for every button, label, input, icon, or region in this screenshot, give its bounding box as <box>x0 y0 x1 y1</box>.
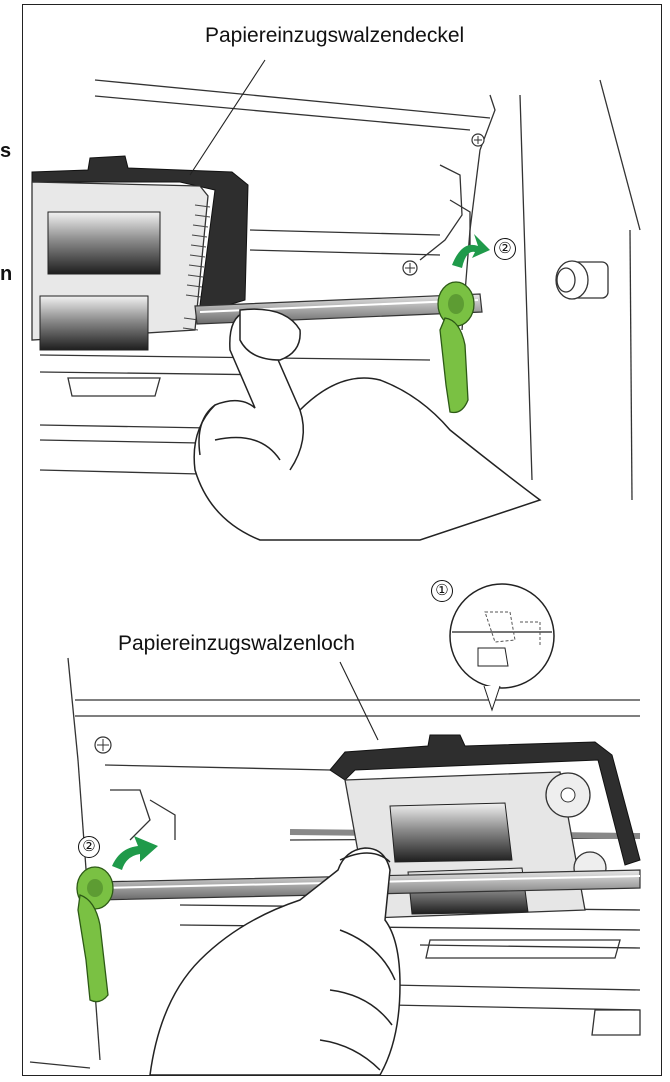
cover-leader-line <box>189 59 266 176</box>
top-scene <box>31 59 641 541</box>
hand-bottom <box>149 847 401 1076</box>
roller-cover-top <box>31 155 249 351</box>
top-housing-lines <box>39 79 641 501</box>
roller-cover-label: Papiereinzugswalzendeckel <box>205 24 465 47</box>
rotate-arrow-icon <box>452 234 490 268</box>
step-1-badge: ① <box>431 580 453 602</box>
step-2-badge-top: ② <box>494 238 516 260</box>
lever-top <box>437 281 475 414</box>
cut-text-fragment-2: n <box>0 263 13 285</box>
lever-bottom <box>76 866 114 1003</box>
push-arrow-icon <box>112 836 158 870</box>
hand-top <box>193 308 542 541</box>
detail-magnifier <box>449 583 555 712</box>
gear-icon <box>545 772 607 885</box>
knob-icon <box>555 260 609 300</box>
bottom-scene <box>29 583 641 1076</box>
screw-icon <box>94 736 112 754</box>
screw-icon <box>402 133 485 276</box>
cut-text-fragment-1: s <box>0 140 12 162</box>
step-2-badge-bottom: ② <box>78 836 100 858</box>
hole-leader-line <box>339 661 379 741</box>
roller-hole-label: Papiereinzugswalzenloch <box>118 632 355 655</box>
